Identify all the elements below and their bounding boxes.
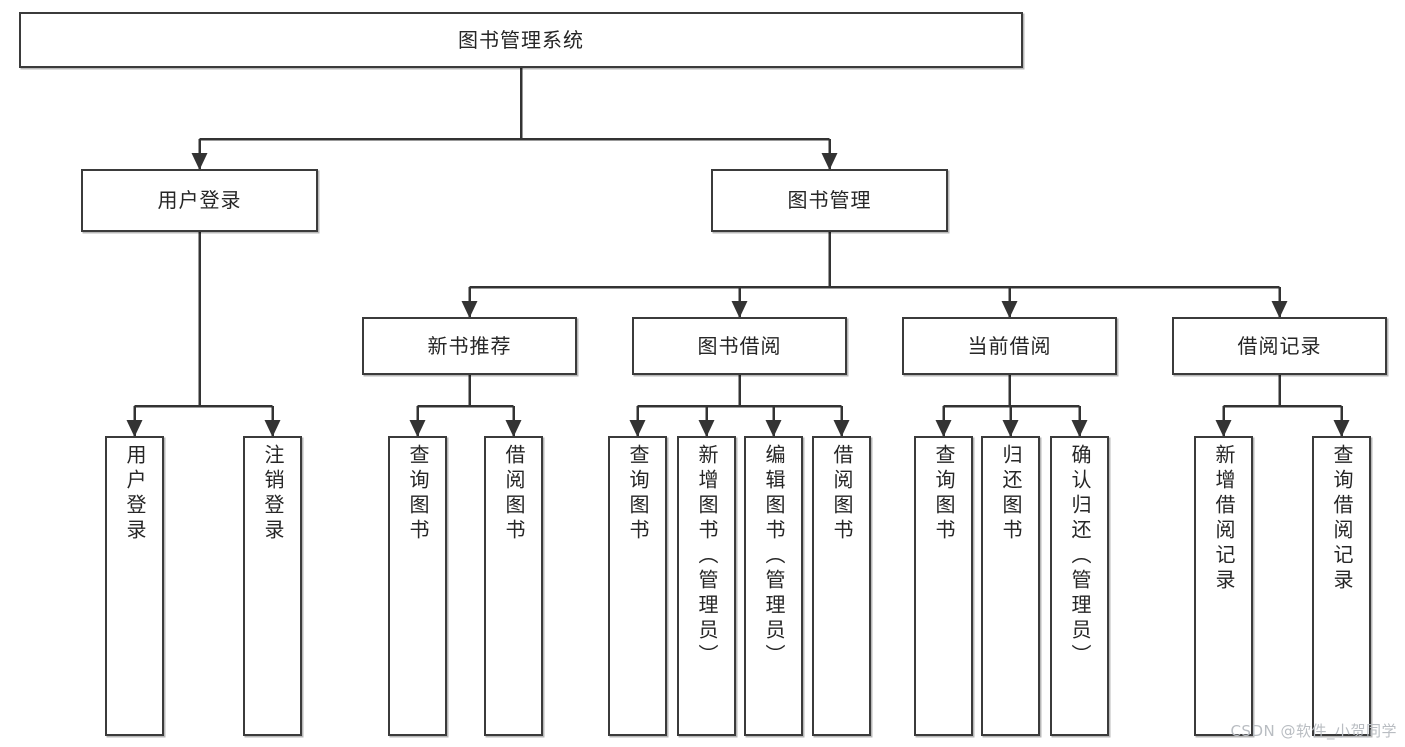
node-label: 当前借阅 (967, 333, 1052, 358)
node-label: 确认归还（管理员） (1068, 444, 1092, 669)
node-label: 查询图书 (932, 444, 956, 544)
node-label: 注销登录 (261, 444, 285, 544)
node-leaf-borrow-book[interactable]: 借阅图书 (812, 436, 871, 736)
node-leaf-confirm-return-admin[interactable]: 确认归还（管理员） (1050, 436, 1109, 736)
node-label: 借阅记录 (1237, 333, 1322, 358)
node-leaf-user-login[interactable]: 用户登录 (105, 436, 164, 736)
node-label: 编辑图书（管理员） (762, 444, 786, 669)
node-leaf-user-logout[interactable]: 注销登录 (243, 436, 302, 736)
node-label: 图书管理系统 (458, 27, 584, 52)
node-current-borrow[interactable]: 当前借阅 (902, 317, 1117, 375)
node-label: 用户登录 (157, 188, 242, 212)
node-label: 归还图书 (999, 444, 1023, 544)
node-leaf-query-book-current[interactable]: 查询图书 (914, 436, 973, 736)
node-leaf-add-book-admin[interactable]: 新增图书（管理员） (677, 436, 736, 736)
node-book-management[interactable]: 图书管理 (711, 169, 948, 232)
node-label: 新增图书（管理员） (695, 444, 719, 669)
node-borrow-record[interactable]: 借阅记录 (1172, 317, 1387, 375)
node-label: 用户登录 (123, 444, 147, 544)
node-label: 查询图书 (406, 444, 430, 544)
node-label: 图书管理 (787, 188, 872, 212)
node-leaf-add-borrow-record[interactable]: 新增借阅记录 (1194, 436, 1253, 736)
node-leaf-return-book[interactable]: 归还图书 (981, 436, 1040, 736)
node-label: 新增借阅记录 (1212, 444, 1236, 594)
node-leaf-query-book-recommend[interactable]: 查询图书 (388, 436, 447, 736)
node-book-management-system[interactable]: 图书管理系统 (19, 12, 1023, 68)
node-leaf-query-borrow-record[interactable]: 查询借阅记录 (1312, 436, 1371, 736)
node-book-borrow[interactable]: 图书借阅 (632, 317, 847, 375)
node-user-login[interactable]: 用户登录 (81, 169, 318, 232)
node-label: 查询借阅记录 (1330, 444, 1354, 594)
node-leaf-query-book-borrow[interactable]: 查询图书 (608, 436, 667, 736)
node-label: 借阅图书 (502, 444, 526, 544)
node-leaf-borrow-book-recommend[interactable]: 借阅图书 (484, 436, 543, 736)
node-new-book-recommend[interactable]: 新书推荐 (362, 317, 577, 375)
node-label: 图书借阅 (697, 333, 782, 358)
node-leaf-edit-book-admin[interactable]: 编辑图书（管理员） (744, 436, 803, 736)
csdn-watermark: CSDN @软件_小贺同学 (1230, 722, 1397, 740)
node-label: 借阅图书 (830, 444, 854, 544)
node-label: 查询图书 (626, 444, 650, 544)
node-label: 新书推荐 (427, 333, 512, 358)
